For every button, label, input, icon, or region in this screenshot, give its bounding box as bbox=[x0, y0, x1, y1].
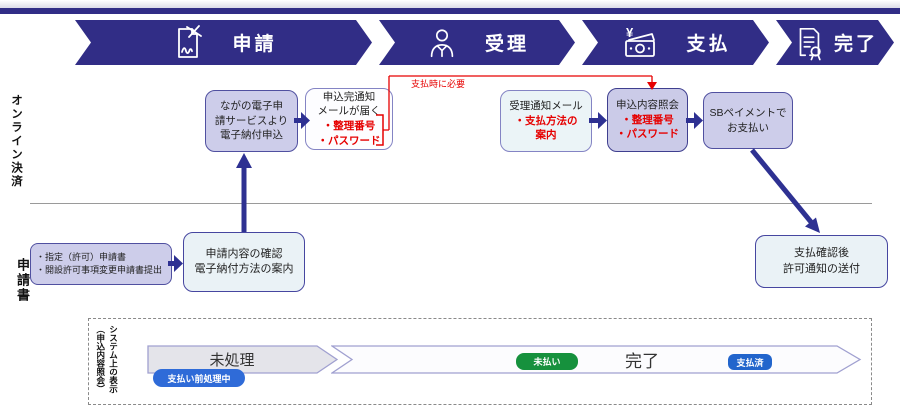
box-completion-mail-items: ・整理番号 ・パスワード bbox=[317, 120, 381, 147]
stage-arrow-completed bbox=[331, 345, 862, 374]
svg-text:¥: ¥ bbox=[626, 25, 634, 40]
arrow-diagonal-icon bbox=[750, 148, 820, 233]
badge-pre-processing: 支払い前処理中 bbox=[153, 369, 245, 387]
box-send-permit: 支払確認後 許可通知の送付 bbox=[755, 235, 888, 288]
document-signature-icon bbox=[170, 25, 206, 61]
box-acceptance-mail: 受理通知メール ・支払方法の 案内 bbox=[500, 90, 592, 152]
stage-label: 申請 bbox=[232, 34, 277, 55]
top-gradient-strip bbox=[0, 0, 900, 8]
stage-label: 完了 bbox=[833, 34, 878, 55]
badge-paid: 支払済 bbox=[728, 354, 772, 370]
box-completion-mail: 申込完通知 メールが届く ・整理番号 ・パスワード bbox=[305, 88, 393, 150]
arrow-right-icon bbox=[589, 112, 607, 129]
section-divider bbox=[30, 203, 872, 204]
arrow-right-icon bbox=[294, 112, 310, 129]
arrow-right-icon bbox=[686, 112, 703, 129]
stage-label: 支払 bbox=[686, 34, 731, 55]
box-acceptance-mail-items: ・支払方法の 案内 bbox=[514, 114, 578, 142]
note-required-at-payment: 支払時に必要 bbox=[411, 79, 466, 89]
box-acceptance-mail-title: 受理通知メール bbox=[509, 99, 583, 112]
arrow-right-icon bbox=[168, 255, 183, 272]
person-icon bbox=[425, 26, 459, 60]
certificate-icon bbox=[792, 25, 826, 61]
label-application-form: 申請書 bbox=[15, 258, 30, 303]
stage-arrow-unprocessed bbox=[147, 345, 339, 374]
badge-unpaid: 未払い bbox=[516, 353, 578, 370]
process-banner: 申請 受理 ¥ bbox=[75, 20, 897, 65]
system-display-panel: システム上の表示 （申込内容照会） 未処理 完了 支払い前処理中 未払い 支払済 bbox=[88, 318, 872, 405]
stage-payment: ¥ 支払 bbox=[582, 20, 769, 65]
top-navy-bar bbox=[0, 8, 900, 14]
box-nagano-eservice: ながの電子申 請サービスより 電子納付申込 bbox=[205, 90, 298, 152]
arrow-up-icon bbox=[236, 153, 252, 232]
stage-application: 申請 bbox=[75, 20, 372, 65]
panel-label: システム上の表示 （申込内容照会） bbox=[95, 325, 119, 393]
box-completion-mail-title: 申込完通知 メールが届く bbox=[317, 90, 381, 118]
label-online-payment: オンライン決済 bbox=[10, 94, 22, 189]
stage-completed-label: 完了 bbox=[625, 352, 659, 371]
box-application-inquiry-items: ・整理番号 ・パスワード bbox=[616, 113, 679, 141]
box-application-inquiry-title: 申込内容照会 bbox=[616, 98, 679, 111]
banknote-yen-icon: ¥ bbox=[620, 25, 660, 61]
stage-acceptance: 受理 bbox=[379, 20, 575, 65]
stage-label: 受理 bbox=[484, 34, 529, 55]
box-confirm-contents: 申請内容の確認 電子納付方法の案内 bbox=[183, 232, 305, 292]
box-sb-payment: SBペイメントで お支払い bbox=[703, 92, 793, 149]
box-application-inquiry: 申込内容照会 ・整理番号 ・パスワード bbox=[607, 88, 688, 152]
stage-completion: 完了 bbox=[776, 20, 894, 65]
box-application-documents: ・指定（許可）申請書 ・開設許可事項変更申請書提出 bbox=[30, 243, 172, 285]
required-at-payment-connector bbox=[376, 75, 657, 146]
stage-unprocessed-label: 未処理 bbox=[209, 352, 255, 369]
